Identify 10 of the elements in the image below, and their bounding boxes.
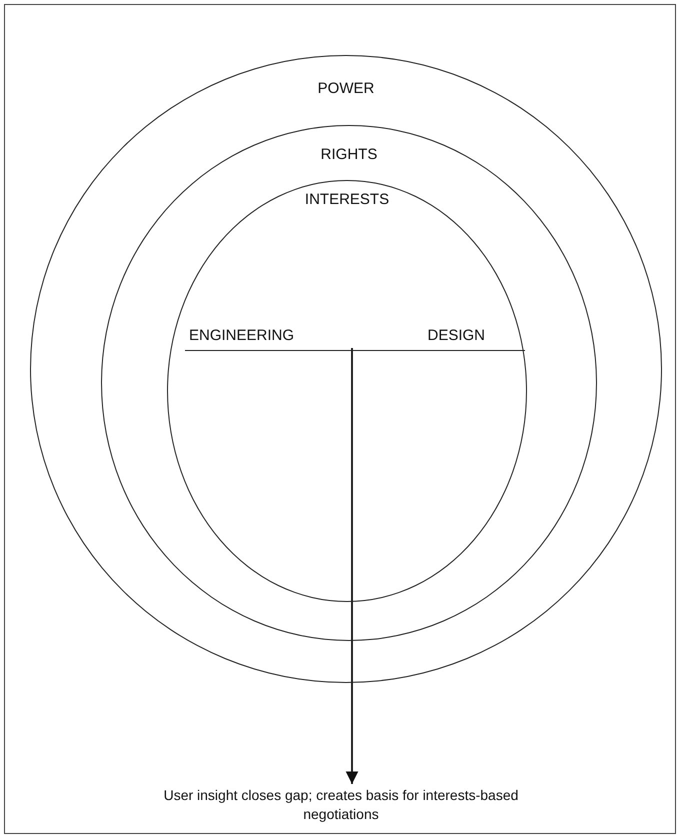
ring	[101, 125, 597, 641]
ring	[30, 55, 662, 683]
ring	[167, 180, 527, 602]
ring-title: POWER	[318, 80, 374, 97]
caption-text: User insight closes gap; creates basis for interests-based negotiations	[150, 786, 532, 830]
ring-title: RIGHTS	[320, 146, 378, 163]
side-label: ENGINEERING	[189, 327, 294, 344]
ring-title: INTERESTS	[304, 191, 390, 208]
arrow	[346, 348, 358, 784]
side-label: DESIGN	[427, 327, 485, 344]
